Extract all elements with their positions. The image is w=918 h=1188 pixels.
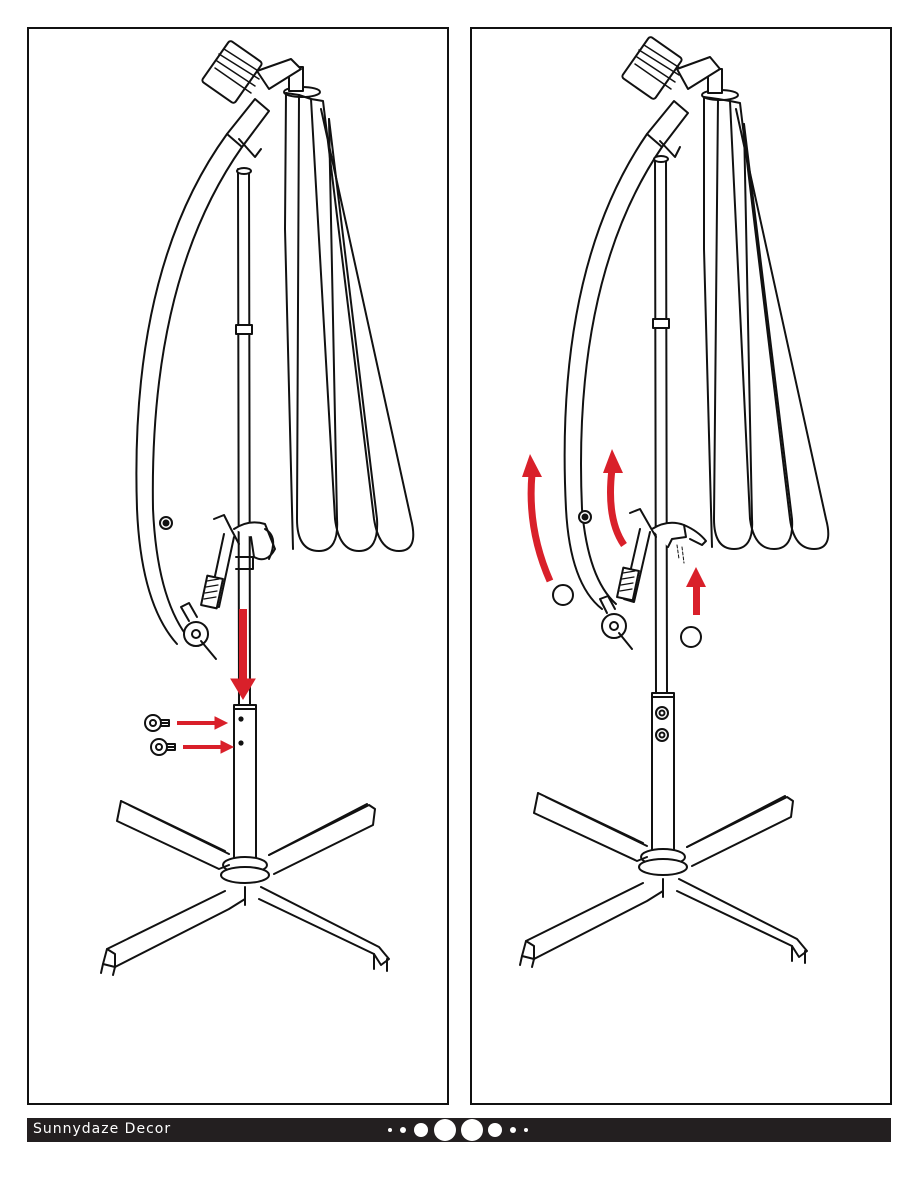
footer-bar: Sunnydaze Decor <box>27 1118 891 1142</box>
lower-pole <box>639 693 687 875</box>
arrow-down-head <box>231 679 255 699</box>
arrow-up-shaft <box>693 585 700 615</box>
arrow-curved-up-mid-shaft <box>611 469 625 545</box>
lower-pole <box>221 705 269 883</box>
dot-7 <box>510 1127 516 1133</box>
dot-6 <box>488 1123 502 1137</box>
canopy-hub <box>621 36 722 100</box>
step-circle-b <box>681 627 701 647</box>
folded-canopy <box>284 87 413 551</box>
illustration-panel-right <box>470 27 892 1105</box>
arrow-up-head <box>686 567 706 587</box>
illustration-panel-left <box>27 27 449 1105</box>
tilt-mechanism <box>617 509 706 602</box>
arrow-curved-up-left-shaft <box>531 474 550 581</box>
dot-8 <box>524 1128 528 1132</box>
step-circle-a <box>553 585 573 605</box>
arrow-down-shaft <box>239 609 247 681</box>
arrow-right-lower <box>221 741 233 753</box>
dot-4 <box>434 1119 456 1141</box>
dot-5 <box>461 1119 483 1141</box>
upper-pole <box>653 156 669 693</box>
crank-handle <box>181 603 216 659</box>
dot-1 <box>388 1128 392 1132</box>
arrow-right-upper <box>215 717 227 729</box>
knob-bolt-upper <box>145 715 169 731</box>
page-indicator-dots <box>27 1118 891 1142</box>
umbrella-assembly-diagram-right <box>472 29 890 1103</box>
dot-3 <box>414 1123 428 1137</box>
arrow-curved-up-mid-head <box>603 449 623 473</box>
umbrella-assembly-diagram-left <box>29 29 447 1103</box>
dot-2 <box>400 1127 406 1133</box>
folded-canopy <box>702 90 828 549</box>
knob-bolt-lower <box>151 739 175 755</box>
arrow-curved-up-left-head <box>522 454 542 477</box>
